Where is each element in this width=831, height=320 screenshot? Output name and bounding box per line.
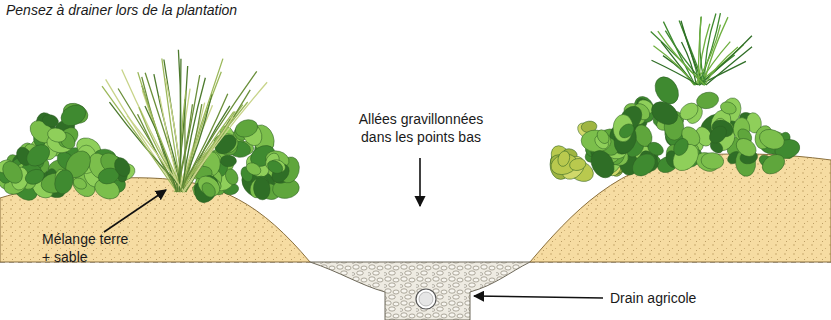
leaf [759,150,789,177]
leaf [71,176,88,192]
grass-blade [182,78,206,192]
grass-blade [704,14,716,85]
drain-pipe [419,292,433,306]
grass-blade [138,72,183,192]
leader-arrow [104,190,166,232]
leaf [233,117,260,140]
leaf [647,97,681,129]
leaf [41,113,60,129]
leaf [52,168,76,196]
grass-blade [145,106,177,192]
grass-blade [658,31,705,85]
leaf [677,100,701,123]
leaf [700,152,724,171]
grass-blade [699,13,720,85]
leaf [223,167,240,187]
leaf [199,180,218,200]
leaf [586,146,618,181]
leaf [253,177,272,201]
grass-blade [180,102,248,192]
leaf [706,123,730,147]
leaf [628,149,660,180]
gravel-trench [310,262,530,320]
leaf [194,172,224,200]
grass-blade [180,94,228,192]
grass-blade [176,104,193,192]
grass-blade [706,47,752,85]
leaf [0,158,26,188]
leaf [46,126,68,144]
leaf [244,160,263,177]
leaf [265,158,285,176]
plants [0,13,802,207]
drain-label: Drain agricole [610,289,696,307]
leaf [220,155,237,167]
leader-arrow [474,296,603,298]
leaf [595,128,612,146]
title: Pensez à drainer lors de la plantation [6,2,237,18]
leaf [733,135,760,160]
grass-blade [663,22,695,85]
leaf [695,90,720,111]
leaf [57,101,89,130]
leaf [23,167,46,187]
path-label: Allées gravillonnées dans les points bas [346,110,496,146]
leaf [556,150,571,168]
grass-blade [695,25,720,85]
grass-blade [109,102,185,192]
grass-blade [127,116,184,192]
leaf [719,100,738,116]
grass-blade [184,117,233,192]
grass-blade [179,71,257,192]
soil-label: Mélange terre + sable [42,230,130,266]
grass-blade [102,86,177,192]
grass-blade [180,59,223,192]
leaf [671,136,691,158]
drain-pipe [416,289,436,309]
leaf [569,157,587,172]
leader-arrow [419,158,421,206]
leaf [617,121,637,141]
leaf [757,126,788,153]
leaf [22,140,53,170]
leaf [112,155,133,179]
grass-blade [183,82,268,192]
grass-blade [178,50,181,192]
